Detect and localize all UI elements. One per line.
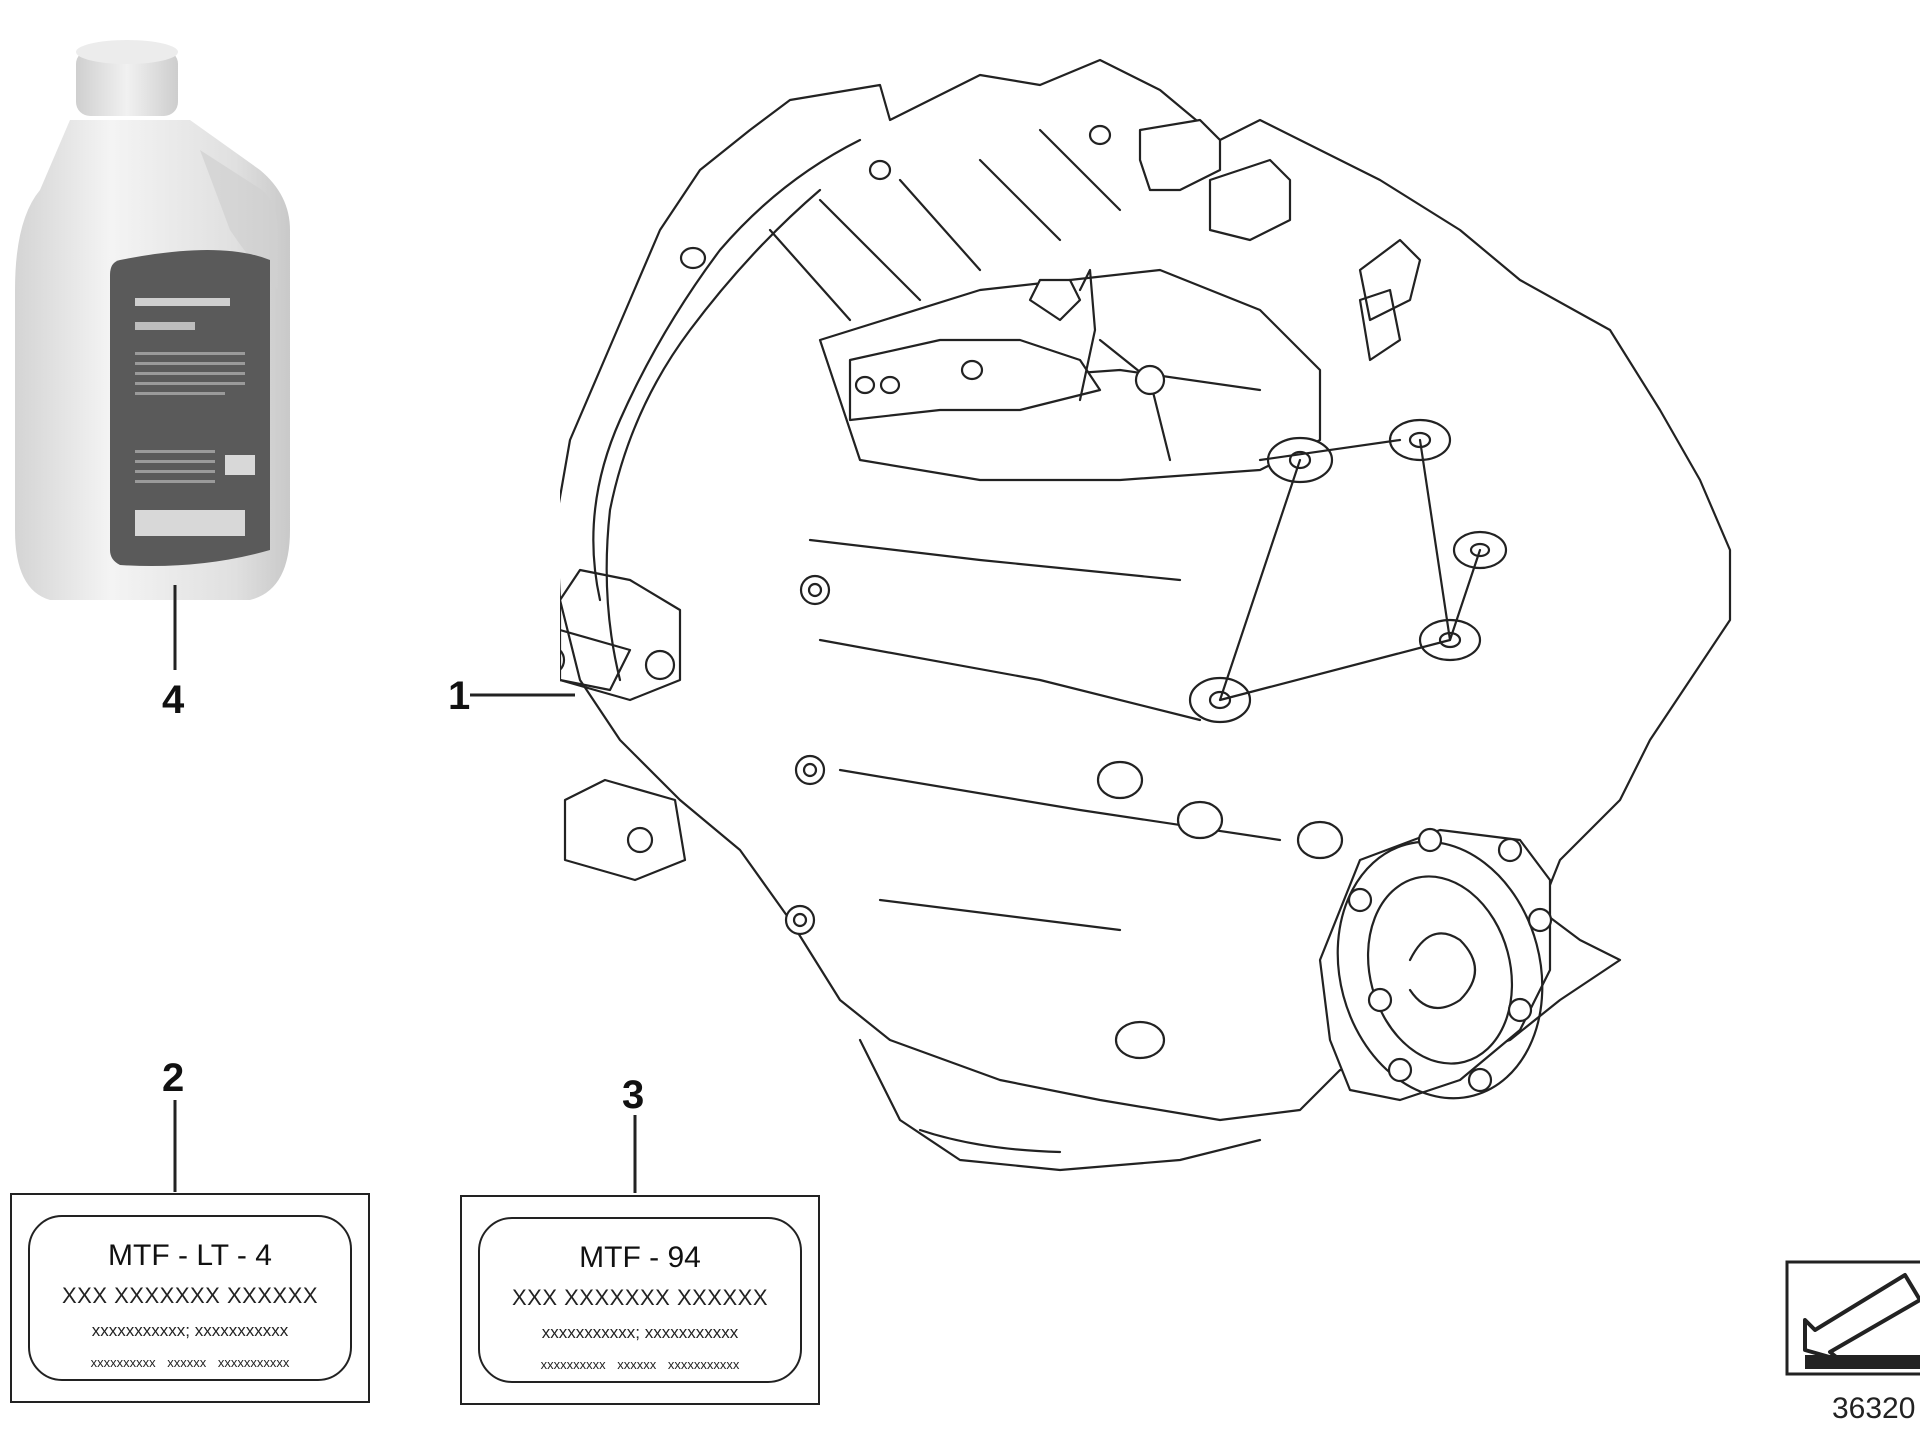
fluid-label-line: XXX XXXXXXX XXXXXX [61,1283,318,1308]
fluid-label-card-2: MTF - LT - 4 XXX XXXXXXX XXXXXX xxxxxxxx… [10,1193,370,1403]
fluid-label-frame: MTF - LT - 4 XXX XXXXXXX XXXXXX xxxxxxxx… [28,1215,352,1381]
orientation-arrow-icon [1785,1260,1920,1376]
callout-1-leader [470,693,575,697]
fluid-label-line: xxxxxxxxxxx; xxxxxxxxxxx [91,1321,289,1340]
callout-2-leader [173,1100,177,1192]
fluid-label-line: xxxxxxxxxx xxxxxx xxxxxxxxxxx [90,1355,290,1370]
fluid-label-frame: MTF - 94 XXX XXXXXXX XXXXXX xxxxxxxxxxx;… [478,1217,802,1383]
fluid-label-title: MTF - LT - 4 [108,1239,272,1272]
callout-4-leader [173,585,177,670]
fluid-label-card-3: MTF - 94 XXX XXXXXXX XXXXXX xxxxxxxxxxx;… [460,1195,820,1405]
fluid-label-line: xxxxxxxxxxx; xxxxxxxxxxx [541,1323,739,1342]
manual-transmission-icon [560,58,1732,1172]
fluid-label-line: xxxxxxxxxx xxxxxx xxxxxxxxxxx [540,1357,740,1372]
callout-4: 4 [162,678,185,722]
fluid-label-line: XXX XXXXXXX XXXXXX [511,1285,768,1310]
callout-1: 1 [448,674,471,718]
drawing-number: 36320 [1832,1392,1916,1425]
fluid-label-title: MTF - 94 [579,1241,701,1274]
oil-bottle-icon [15,40,290,600]
callout-2: 2 [162,1056,185,1100]
callout-3-leader [633,1115,637,1193]
callout-3: 3 [622,1073,645,1117]
